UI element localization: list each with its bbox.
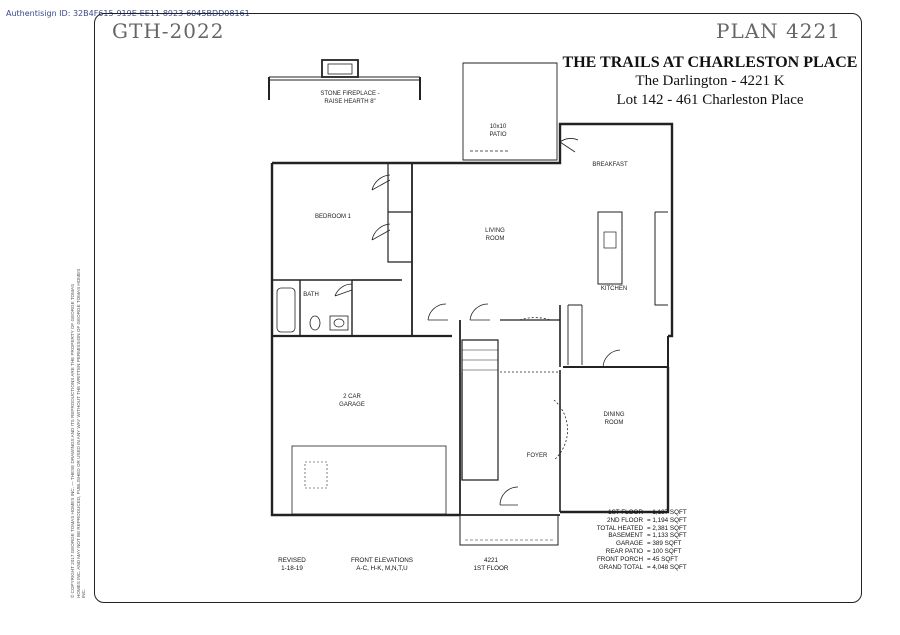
foyer-label: FOYER (527, 453, 548, 459)
living-label-2: ROOM (486, 236, 505, 242)
fireplace-label-2: RAISE HEARTH 8" (324, 99, 375, 105)
area-row: FRONT PORCH = 45 SQFT (585, 556, 687, 564)
area-label: FRONT PORCH (596, 555, 643, 563)
area-summary: 1ST FLOOR = 1,187 SQFT 2ND FLOOR = 1,194 SQ… (585, 509, 687, 571)
living-label: LIVING (485, 228, 505, 234)
fireplace-symbol (268, 59, 421, 100)
area-row: 2ND FLOOR = 1,194 SQFT (585, 517, 687, 525)
dining-label: DINING (604, 412, 625, 418)
area-row: BASEMENT = 1,133 SQFT (585, 532, 687, 540)
plan-floor-note: 4221 1ST FLOOR (473, 557, 509, 572)
garage-door (291, 445, 447, 515)
area-label: BASEMENT (608, 532, 643, 540)
bedroom-label: BEDROOM 1 (315, 214, 352, 220)
area-label: 2ND FLOOR (606, 516, 643, 524)
area-value: = 1,187 SQFT (647, 509, 687, 516)
porch-outline (459, 515, 559, 546)
patio-outline (462, 62, 558, 161)
area-value: = 45 SQFT (647, 555, 678, 563)
area-row: TOTAL HEATED = 2,381 SQFT (585, 525, 687, 533)
area-row: GARAGE = 389 SQFT (585, 540, 687, 548)
revised-note: REVISED 1-18-19 (278, 557, 306, 572)
area-value: = 1,194 SQFT (647, 516, 687, 524)
patio-label: 10x10 (490, 124, 507, 130)
drawing-sheet-border (94, 13, 862, 603)
kitchen-island (597, 211, 623, 285)
garage-label-2: GARAGE (339, 402, 365, 408)
plan-number: PLAN 4221 (716, 19, 841, 43)
area-label: 1ST FLOOR (608, 509, 643, 516)
area-row: 1ST FLOOR = 1,187 SQFT (585, 509, 687, 517)
garage-label: 2 CAR (343, 394, 361, 400)
area-row: REAR PATIO = 100 SQFT (585, 548, 687, 556)
area-value: = 100 SQFT (647, 547, 682, 555)
area-value: = 1,133 SQFT (647, 532, 687, 540)
area-value: = 2,381 SQFT (647, 524, 687, 532)
area-label: TOTAL HEATED (596, 524, 643, 532)
area-label: GRAND TOTAL (598, 563, 643, 571)
front-elevations-note: FRONT ELEVATIONS A-C, H-K, M,N,T,U (351, 557, 413, 572)
bath-label: BATH (303, 292, 319, 298)
dining-label-2: ROOM (605, 420, 624, 426)
fireplace-label: STONE FIREPLACE - (320, 91, 379, 97)
drawing-code-left: GTH-2022 (112, 19, 225, 43)
exterior-wall (272, 122, 674, 338)
model-title: The Darlington - 4221 K (635, 73, 785, 89)
area-label: GARAGE (616, 540, 643, 548)
breakfast-label: BREAKFAST (592, 162, 628, 168)
lot-address: Lot 142 - 461 Charleston Place (616, 92, 804, 108)
kitchen-label: KITCHEN (601, 286, 627, 292)
door-swings (334, 138, 622, 506)
patio-label-2: PATIO (489, 132, 506, 138)
area-value: = 4,048 SQFT (647, 563, 687, 571)
area-label: REAR PATIO (605, 547, 643, 555)
community-title: THE TRAILS AT CHARLESTON PLACE (562, 54, 858, 71)
stair-outline (461, 339, 499, 481)
area-value: = 389 SQFT (647, 540, 682, 548)
area-row: GRAND TOTAL = 4,048 SQFT (585, 564, 687, 572)
